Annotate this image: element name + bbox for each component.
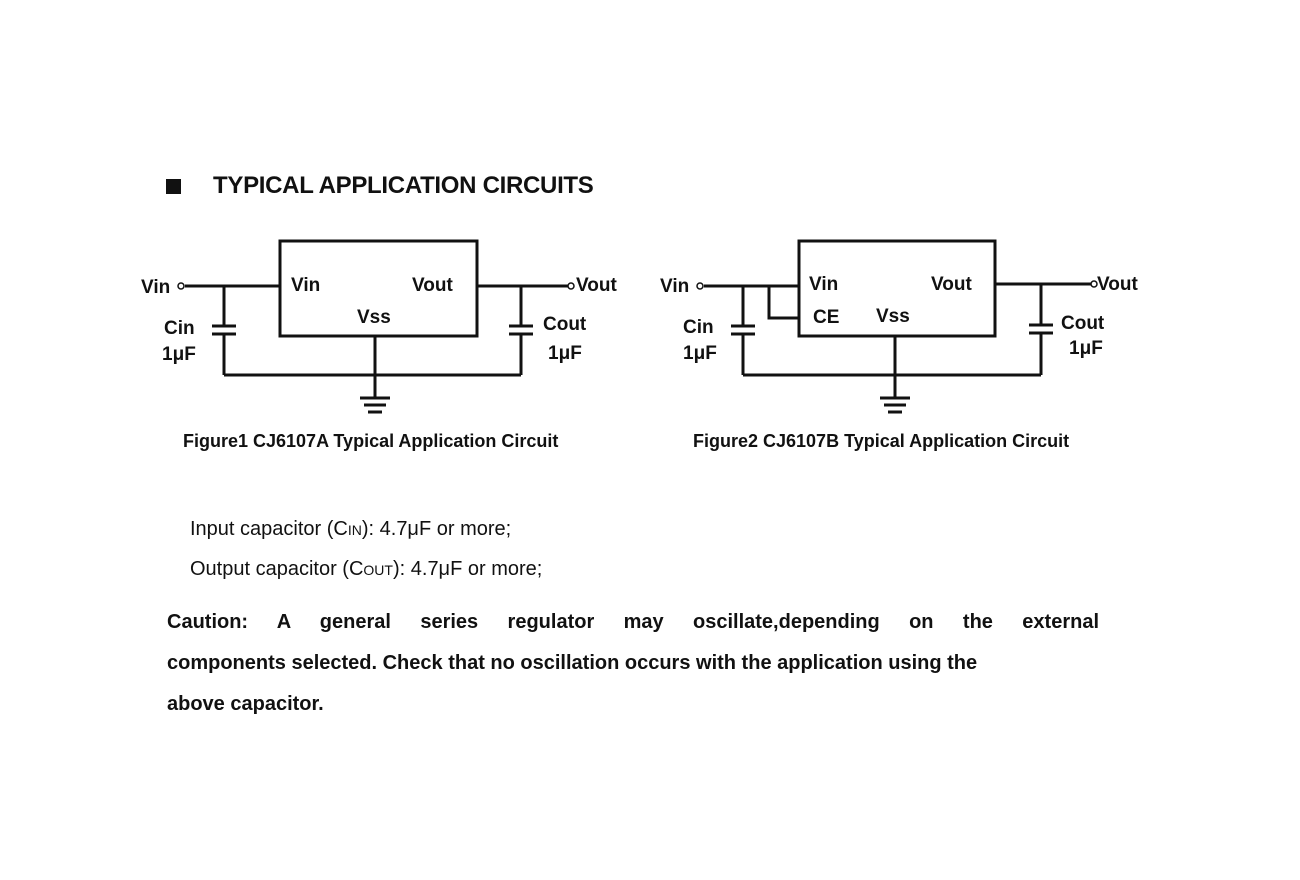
ic-vin-pin-label: Vin: [291, 275, 320, 296]
vin-terminal-icon: [696, 282, 704, 290]
vout-output-label: Vout: [1097, 274, 1138, 295]
vout-output-label: Vout: [576, 275, 617, 296]
ic-vout-pin-label: Vout: [931, 274, 972, 295]
figure2-circuit: Vin Vin CE Vout Vss Vout Cin 1μF Cout 1μ…: [660, 239, 1138, 414]
output-note-subscript: OUT: [363, 562, 393, 578]
cout-value-label: 1μF: [548, 343, 582, 364]
ic-ce-pin-label: CE: [813, 307, 839, 328]
cin-label: Cin: [164, 318, 195, 339]
vin-terminal-icon: [177, 282, 185, 290]
vout-terminal-icon: [567, 282, 575, 290]
cin-label: Cin: [683, 317, 714, 338]
figure1-circuit: Vin Vin Vout Vss Vout Cin 1μF Cout 1μF: [141, 239, 617, 414]
cin-value-label: 1μF: [162, 344, 196, 365]
section-heading: TYPICAL APPLICATION CIRCUITS: [166, 172, 594, 200]
vout-terminal-icon: [1090, 280, 1098, 288]
figure2-caption: Figure2 CJ6107B Typical Application Circ…: [693, 431, 1070, 451]
square-bullet-icon: [166, 178, 181, 194]
input-note-prefix: Input capacitor (C: [190, 518, 348, 540]
output-note-prefix: Output capacitor (C: [190, 558, 364, 580]
ic-vin-pin-label: Vin: [809, 274, 838, 295]
input-note-subscript: IN: [347, 522, 362, 538]
regulator-ic-box: [278, 239, 479, 338]
caution-line-3: above capacitor.: [167, 693, 324, 715]
cout-value-label: 1μF: [1069, 338, 1103, 359]
ic-vss-pin-label: Vss: [357, 307, 391, 328]
figure1-caption: Figure1 CJ6107A Typical Application Circ…: [183, 431, 559, 451]
caution-line-2: components selected. Check that no oscil…: [167, 652, 978, 674]
cout-label: Cout: [1061, 313, 1105, 334]
caution-paragraph: Caution: A general series regulator may …: [167, 602, 1099, 725]
input-capacitor-note: Input capacitor (CIN): 4.7μF or more;: [190, 518, 511, 541]
ce-tie-wire: [767, 286, 799, 320]
ic-vss-pin-label: Vss: [876, 306, 910, 327]
regulator-ic-box: [797, 239, 997, 338]
section-title: TYPICAL APPLICATION CIRCUITS: [213, 172, 594, 199]
vin-input-label: Vin: [660, 276, 689, 297]
cin-value-label: 1μF: [683, 343, 717, 364]
output-note-suffix: ): 4.7μF or more;: [392, 558, 543, 580]
caution-line-1: Caution: A general series regulator may …: [167, 611, 1099, 633]
vin-input-label: Vin: [141, 277, 170, 298]
cout-label: Cout: [543, 314, 587, 335]
input-note-suffix: ): 4.7μF or more;: [361, 518, 512, 540]
output-capacitor-note: Output capacitor (COUT): 4.7μF or more;: [190, 558, 542, 581]
ic-vout-pin-label: Vout: [412, 275, 453, 296]
